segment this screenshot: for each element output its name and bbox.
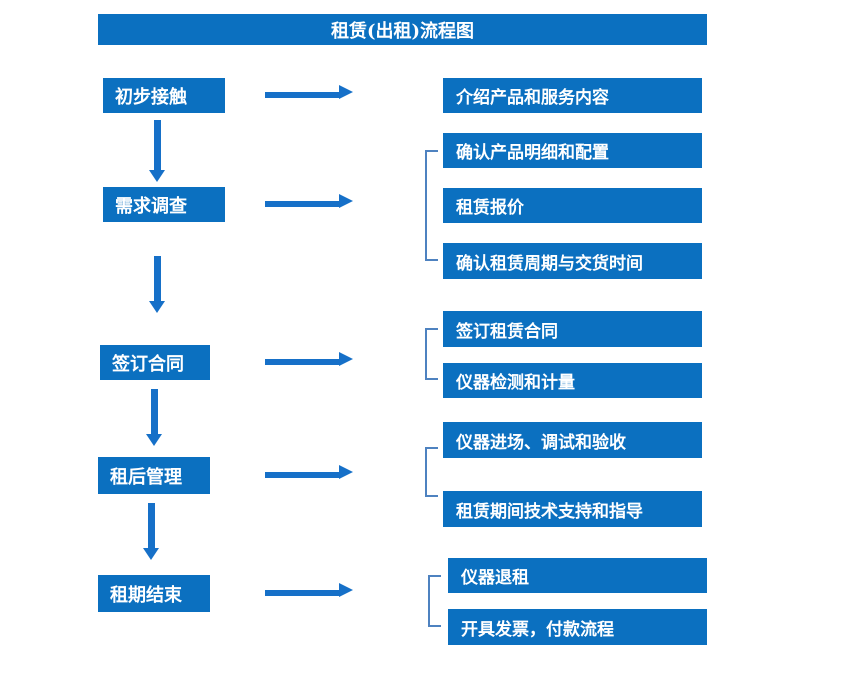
group-bracket-rental-end xyxy=(428,575,441,627)
group-bracket-post-rental xyxy=(425,447,438,497)
group-bracket-demand-survey xyxy=(425,150,438,261)
detail-box-confirm-cycle-delivery: 确认租赁周期与交货时间 xyxy=(443,243,702,279)
detail-box-sign-rental-contract: 签订租赁合同 xyxy=(443,311,702,347)
step-box-post-rental-management: 租后管理 xyxy=(98,457,210,494)
group-bracket-sign-contract xyxy=(425,328,438,380)
detail-box-tech-support: 租赁期间技术支持和指导 xyxy=(443,491,702,527)
step-box-sign-contract: 签订合同 xyxy=(100,345,210,380)
down-arrow-icon xyxy=(149,120,165,182)
step-box-demand-survey: 需求调查 xyxy=(103,187,225,222)
detail-box-confirm-product-config: 确认产品明细和配置 xyxy=(443,133,702,168)
detail-box-instrument-setup-acceptance: 仪器进场、调试和验收 xyxy=(443,422,702,458)
detail-box-instrument-testing: 仪器检测和计量 xyxy=(443,363,702,398)
detail-box-invoice-payment: 开具发票，付款流程 xyxy=(448,609,707,645)
step-box-initial-contact: 初步接触 xyxy=(103,78,225,113)
down-arrow-icon xyxy=(149,256,165,313)
down-arrow-icon xyxy=(143,503,159,560)
step-box-rental-end: 租期结束 xyxy=(98,575,210,612)
right-arrow-icon xyxy=(265,583,353,597)
detail-box-introduce-products: 介绍产品和服务内容 xyxy=(443,78,702,113)
right-arrow-icon xyxy=(265,194,353,208)
detail-box-instrument-return: 仪器退租 xyxy=(448,558,707,593)
flowchart-title: 租赁(出租)流程图 xyxy=(98,14,707,45)
down-arrow-icon xyxy=(146,389,162,446)
right-arrow-icon xyxy=(265,85,353,99)
detail-box-rental-quote: 租赁报价 xyxy=(443,188,702,223)
right-arrow-icon xyxy=(265,352,353,366)
right-arrow-icon xyxy=(265,465,353,479)
